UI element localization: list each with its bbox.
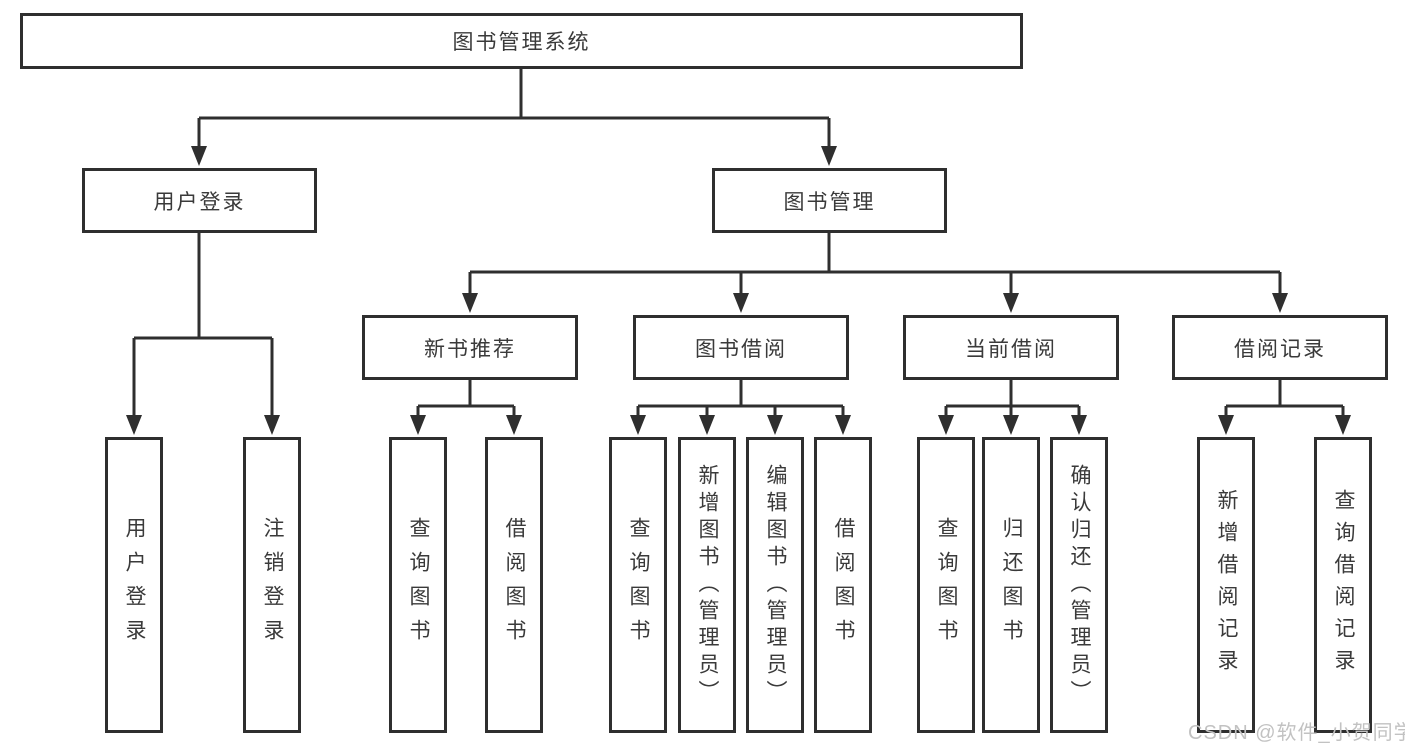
node-label: 新增图书（管理员） — [696, 463, 719, 707]
leaf-query-books-recommend: 查询图书 — [389, 437, 447, 733]
leaf-add-borrow-record: 新增借阅记录 — [1197, 437, 1255, 733]
arrowhead — [1071, 415, 1087, 435]
leaf-query-books-current: 查询图书 — [917, 437, 975, 733]
arrowhead — [1003, 293, 1019, 313]
connector-borrowrecord-to-leaves — [1224, 380, 1345, 415]
arrowhead — [264, 415, 280, 435]
node-book-borrowing: 图书借阅 — [633, 315, 849, 380]
leaf-user-login: 用户登录 — [105, 437, 163, 733]
leaf-borrow-books-recommend: 借阅图书 — [485, 437, 543, 733]
leaf-return-books: 归还图书 — [982, 437, 1040, 733]
arrowhead — [506, 415, 522, 435]
leaf-confirm-return-admin: 确认归还（管理员） — [1050, 437, 1108, 733]
node-book-management: 图书管理 — [712, 168, 947, 233]
connector-currentborrow-to-leaves — [944, 380, 1081, 415]
node-user-login: 用户登录 — [82, 168, 317, 233]
node-label: 借阅图书 — [503, 517, 526, 653]
node-new-book-recommend: 新书推荐 — [362, 315, 578, 380]
arrowhead — [699, 415, 715, 435]
connector-root-to-level2 — [197, 69, 831, 148]
arrowhead — [126, 415, 142, 435]
arrowhead — [733, 293, 749, 313]
node-label: 查询借阅记录 — [1332, 489, 1355, 681]
arrowhead — [1272, 293, 1288, 313]
arrowhead — [835, 415, 851, 435]
node-borrowing-records: 借阅记录 — [1172, 315, 1388, 380]
arrowhead — [1218, 415, 1234, 435]
csdn-watermark: CSDN @软件_小贺同学 — [1188, 722, 1405, 744]
arrowhead — [767, 415, 783, 435]
node-label: 借阅记录 — [1234, 337, 1326, 361]
arrowheads — [126, 146, 1351, 435]
leaf-borrow-books-borrowing: 借阅图书 — [814, 437, 872, 733]
leaf-logout: 注销登录 — [243, 437, 301, 733]
arrowhead — [938, 415, 954, 435]
connector-userlogin-to-leaves — [132, 233, 274, 415]
node-library-system: 图书管理系统 — [20, 13, 1023, 69]
connector-newbookrec-to-leaves — [416, 380, 516, 415]
node-label: 用户登录 — [123, 517, 146, 653]
connector-bookborrow-to-leaves — [636, 380, 845, 415]
node-label: 注销登录 — [261, 517, 284, 653]
arrowhead — [821, 146, 837, 166]
node-label: 编辑图书（管理员） — [764, 463, 787, 707]
node-label: 新书推荐 — [424, 337, 516, 361]
node-label: 查询图书 — [627, 517, 650, 653]
leaf-query-borrow-record: 查询借阅记录 — [1314, 437, 1372, 733]
arrowhead — [191, 146, 207, 166]
node-label: 查询图书 — [407, 517, 430, 653]
arrowhead — [1003, 415, 1019, 435]
node-current-borrowing: 当前借阅 — [903, 315, 1119, 380]
node-label: 当前借阅 — [965, 337, 1057, 361]
arrowhead — [630, 415, 646, 435]
node-label: 新增借阅记录 — [1215, 489, 1238, 681]
leaf-query-books-borrowing: 查询图书 — [609, 437, 667, 733]
arrowhead — [1335, 415, 1351, 435]
node-label: 查询图书 — [935, 517, 958, 653]
node-label: 确认归还（管理员） — [1068, 463, 1091, 707]
leaf-add-books-admin: 新增图书（管理员） — [678, 437, 736, 733]
node-label: 归还图书 — [1000, 517, 1023, 653]
node-label: 图书管理 — [783, 190, 876, 214]
node-label: 图书借阅 — [695, 337, 787, 361]
leaf-edit-books-admin: 编辑图书（管理员） — [746, 437, 804, 733]
connector-bookmgmt-to-level3 — [468, 233, 1282, 295]
arrowhead — [410, 415, 426, 435]
arrowhead — [462, 293, 478, 313]
node-label: 用户登录 — [153, 190, 246, 214]
node-label: 借阅图书 — [832, 517, 855, 653]
node-label: 图书管理系统 — [452, 31, 591, 54]
